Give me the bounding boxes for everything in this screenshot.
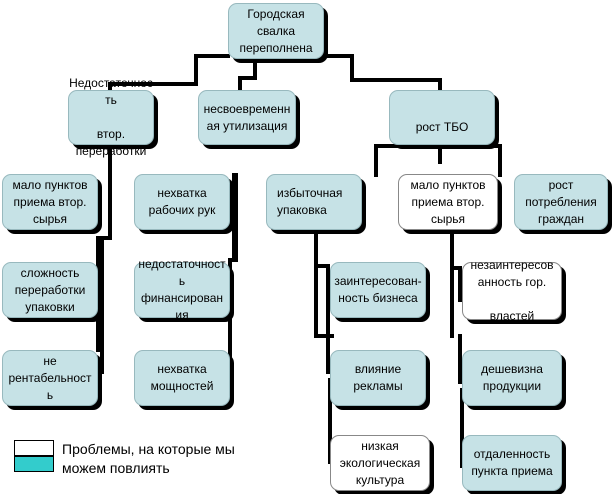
connector-right-branch xyxy=(374,144,442,177)
remote-collection-point: отдаленность пункта приема xyxy=(462,435,562,491)
connector-right-branch-3 xyxy=(438,144,502,177)
legend-swatch-teal xyxy=(14,456,54,472)
cheap-products: дешевизна продукции xyxy=(462,350,562,406)
legend-text: Проблемы, на которые мы можем повлиять xyxy=(62,441,235,476)
insufficient-funding: недостаточност ь финансирован ия xyxy=(134,257,230,322)
labor-shortage: нехватка рабочих рук xyxy=(134,174,230,230)
connector-mid-branch xyxy=(228,173,236,392)
cause-untimely-disposal: несвоевременн ая утилизация xyxy=(198,90,296,145)
business-interest: заинтересован- ность бизнеса xyxy=(330,262,426,318)
advertising-influence: влияние рекламы xyxy=(330,350,426,406)
excessive-packaging: избыточная упаковка xyxy=(266,174,362,230)
few-collection-points-left: мало пунктов приема втор. сырья xyxy=(2,174,98,230)
unprofitability: не рентабельност ь xyxy=(2,350,98,406)
connector-root-left xyxy=(108,54,230,97)
low-ecological-culture: низкая экологическая культура xyxy=(330,435,430,491)
cause-msw-growth: рост ТБО xyxy=(389,90,495,145)
legend-swatch-white xyxy=(14,440,54,456)
root-node: Городская свалка переполнена xyxy=(228,3,324,59)
capacity-shortage: нехватка мощностей xyxy=(134,350,230,406)
connector-root-mid xyxy=(238,60,257,97)
cause-insufficient-recycling: Недостаточнос ть втор. переработки xyxy=(68,76,154,158)
connector-points-branch xyxy=(450,229,462,302)
packaging-recycling-difficulty: сложность переработки упаковки xyxy=(2,262,98,318)
few-collection-points-right: мало пунктов приема втор. сырья xyxy=(398,174,498,230)
consumption-growth: рост потребления граждан xyxy=(514,174,608,230)
connector-root-right xyxy=(320,54,442,97)
connector-pack-branch xyxy=(314,229,330,298)
connector-left-branch-3 xyxy=(96,236,104,374)
authorities-disinterest: незаинтересов анность гор. властей xyxy=(462,258,562,323)
